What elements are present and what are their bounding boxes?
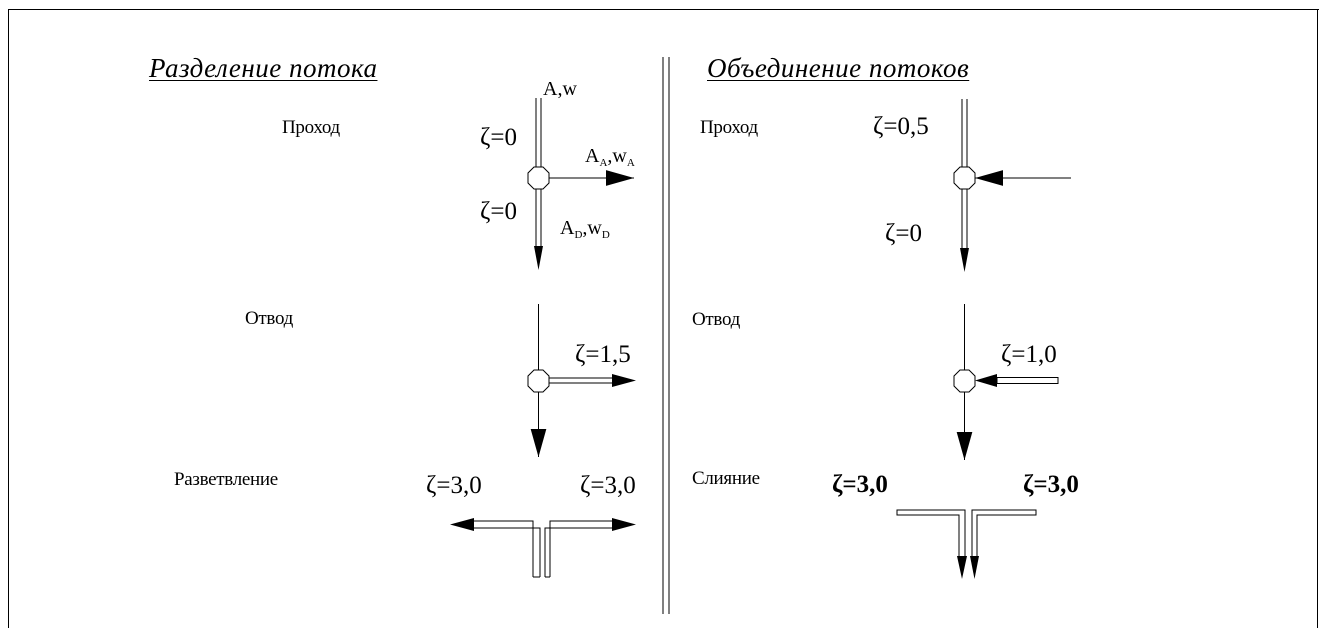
split-inlet-label: A,w [543, 78, 577, 100]
frame-right-border [1317, 9, 1318, 628]
merge-branch-zeta: ζ=1,0 [1001, 341, 1057, 368]
split-fork-zeta-left: ζ=3,0 [426, 472, 482, 499]
frame-top-border [8, 9, 1319, 10]
split-heading: Разделение потока [149, 53, 378, 83]
merge-join-zeta-right: ζ=3,0 [1023, 471, 1079, 498]
split-branch-flow-label: AA,wA [585, 145, 635, 169]
split-pass-label: Проход [282, 117, 340, 138]
split-outlet-flow-label: AD,wD [560, 217, 610, 241]
frame-left-border [8, 9, 9, 628]
merge-pass-zeta-bottom: ζ=0 [885, 220, 922, 247]
merge-join-zeta-left: ζ=3,0 [832, 471, 888, 498]
merge-join-label: Слияние [692, 468, 760, 489]
split-fork-label: Разветвление [174, 469, 278, 490]
merge-branch-label: Отвод [692, 309, 740, 330]
merge-pass-zeta-top: ζ=0,5 [873, 113, 929, 140]
merge-branch-schematic [953, 304, 1059, 460]
merge-pass-label: Проход [700, 117, 758, 138]
merge-join-schematic [896, 509, 1037, 579]
split-pass-zeta-top: ζ=0 [480, 124, 517, 151]
split-branch-label: Отвод [245, 308, 293, 329]
split-pass-zeta-bottom: ζ=0 [480, 198, 517, 225]
split-pass-schematic [527, 98, 634, 270]
split-fork-zeta-right: ζ=3,0 [580, 472, 636, 499]
merge-pass-schematic [953, 99, 1071, 272]
section-divider [662, 57, 670, 614]
merge-heading: Объединение потоков [707, 53, 970, 83]
split-branch-schematic [527, 304, 636, 457]
split-branch-zeta: ζ=1,5 [575, 341, 631, 368]
split-fork-schematic [450, 518, 636, 578]
